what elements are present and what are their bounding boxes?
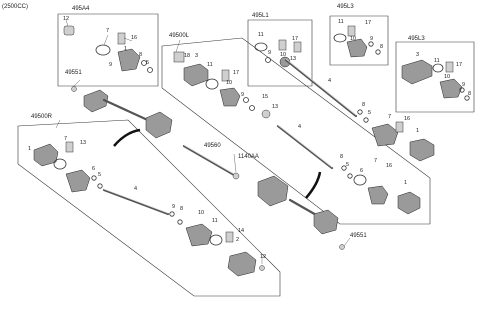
- leader-lines: [55, 19, 351, 264]
- callout: 18: [184, 53, 191, 59]
- assembly-49500l-parts: [173, 51, 435, 215]
- callout: 9: [370, 36, 374, 42]
- callout: 7: [388, 114, 392, 120]
- callout: 5: [346, 162, 350, 168]
- callout: 17: [292, 36, 299, 42]
- frame-kit-495l3-a: [329, 15, 389, 66]
- callout: 6: [360, 168, 364, 174]
- callout: 11: [212, 218, 218, 224]
- callout: 9: [462, 82, 466, 88]
- callout: 11: [258, 32, 264, 38]
- label-49551-bottom: 49551: [350, 233, 367, 239]
- callout: 9: [241, 92, 245, 98]
- callout: 10: [350, 36, 357, 42]
- callout: 17: [456, 62, 463, 68]
- label-49551-top: 49551: [65, 70, 82, 76]
- callout: 17: [233, 70, 240, 76]
- frame-assembly-49500r: [17, 119, 281, 297]
- callout: 3: [416, 52, 420, 58]
- callout: 11: [338, 19, 344, 25]
- callout: 13: [272, 104, 279, 110]
- callout: 4: [298, 124, 302, 130]
- callout: 8: [139, 52, 143, 58]
- callout: 12: [260, 254, 267, 260]
- callout: 6: [92, 166, 96, 172]
- engine-note: (2500CC): [2, 4, 29, 10]
- callout: 9: [109, 62, 113, 68]
- callout: 9: [172, 204, 176, 210]
- callout: 10: [444, 74, 451, 80]
- label-495l3-a: 495L3: [337, 4, 354, 10]
- callout: 8: [362, 102, 366, 108]
- label-1140aa: 1140AA: [238, 154, 259, 160]
- callout: 9: [268, 50, 272, 56]
- callout: 1: [404, 180, 408, 186]
- callout: 10: [198, 210, 205, 216]
- intermediate-shaft: [71, 86, 345, 250]
- callout: 5: [98, 172, 102, 178]
- callout: 11: [434, 58, 440, 64]
- kit-495l3-a-parts: [333, 25, 381, 58]
- callout: 16: [131, 35, 138, 41]
- callout: 16: [386, 163, 393, 169]
- frame-kit-495a4: [57, 13, 159, 87]
- label-49500r: 49500R: [31, 114, 53, 120]
- callout: 16: [404, 116, 411, 122]
- frame-kit-495l3-b: [395, 41, 475, 113]
- frame-assembly-49500l: [161, 37, 431, 225]
- callout: 10: [226, 80, 233, 86]
- label-495l1: 495L1: [252, 13, 269, 19]
- callout: 1: [28, 146, 32, 152]
- callout: 2: [236, 237, 240, 243]
- assembly-49500r-parts: [33, 141, 265, 277]
- kit-495l1-parts: [254, 39, 302, 68]
- callout: 8: [180, 206, 184, 212]
- label-49500l: 49500L: [169, 33, 190, 39]
- callout: 17: [365, 20, 372, 26]
- callout: 8: [468, 91, 472, 97]
- label-495a4: 495A4: [72, 6, 90, 12]
- callout: 7: [374, 158, 378, 164]
- frame-kit-495l1: [247, 19, 313, 87]
- callout: 14: [238, 228, 245, 234]
- callout: 3: [195, 53, 199, 59]
- callout: 4: [134, 186, 138, 192]
- callout: 13: [290, 56, 297, 62]
- label-49560: 49560: [204, 143, 221, 149]
- callout: 4: [328, 78, 332, 84]
- callout: 1: [416, 128, 420, 134]
- callout: 10: [280, 52, 287, 58]
- callout: 5: [146, 60, 150, 66]
- callout: 11: [207, 62, 213, 68]
- callout: 13: [80, 140, 87, 146]
- callout: 1: [124, 46, 128, 52]
- callout: 7: [64, 136, 68, 142]
- callout: 7: [106, 28, 110, 34]
- label-495l3-b: 495L3: [408, 36, 425, 42]
- callout: 5: [368, 110, 372, 116]
- callout: 8: [380, 44, 384, 50]
- callout: 12: [63, 16, 70, 22]
- callout: 15: [262, 94, 269, 100]
- callout: 8: [340, 154, 344, 160]
- kit-495l3-b-parts: [401, 59, 470, 101]
